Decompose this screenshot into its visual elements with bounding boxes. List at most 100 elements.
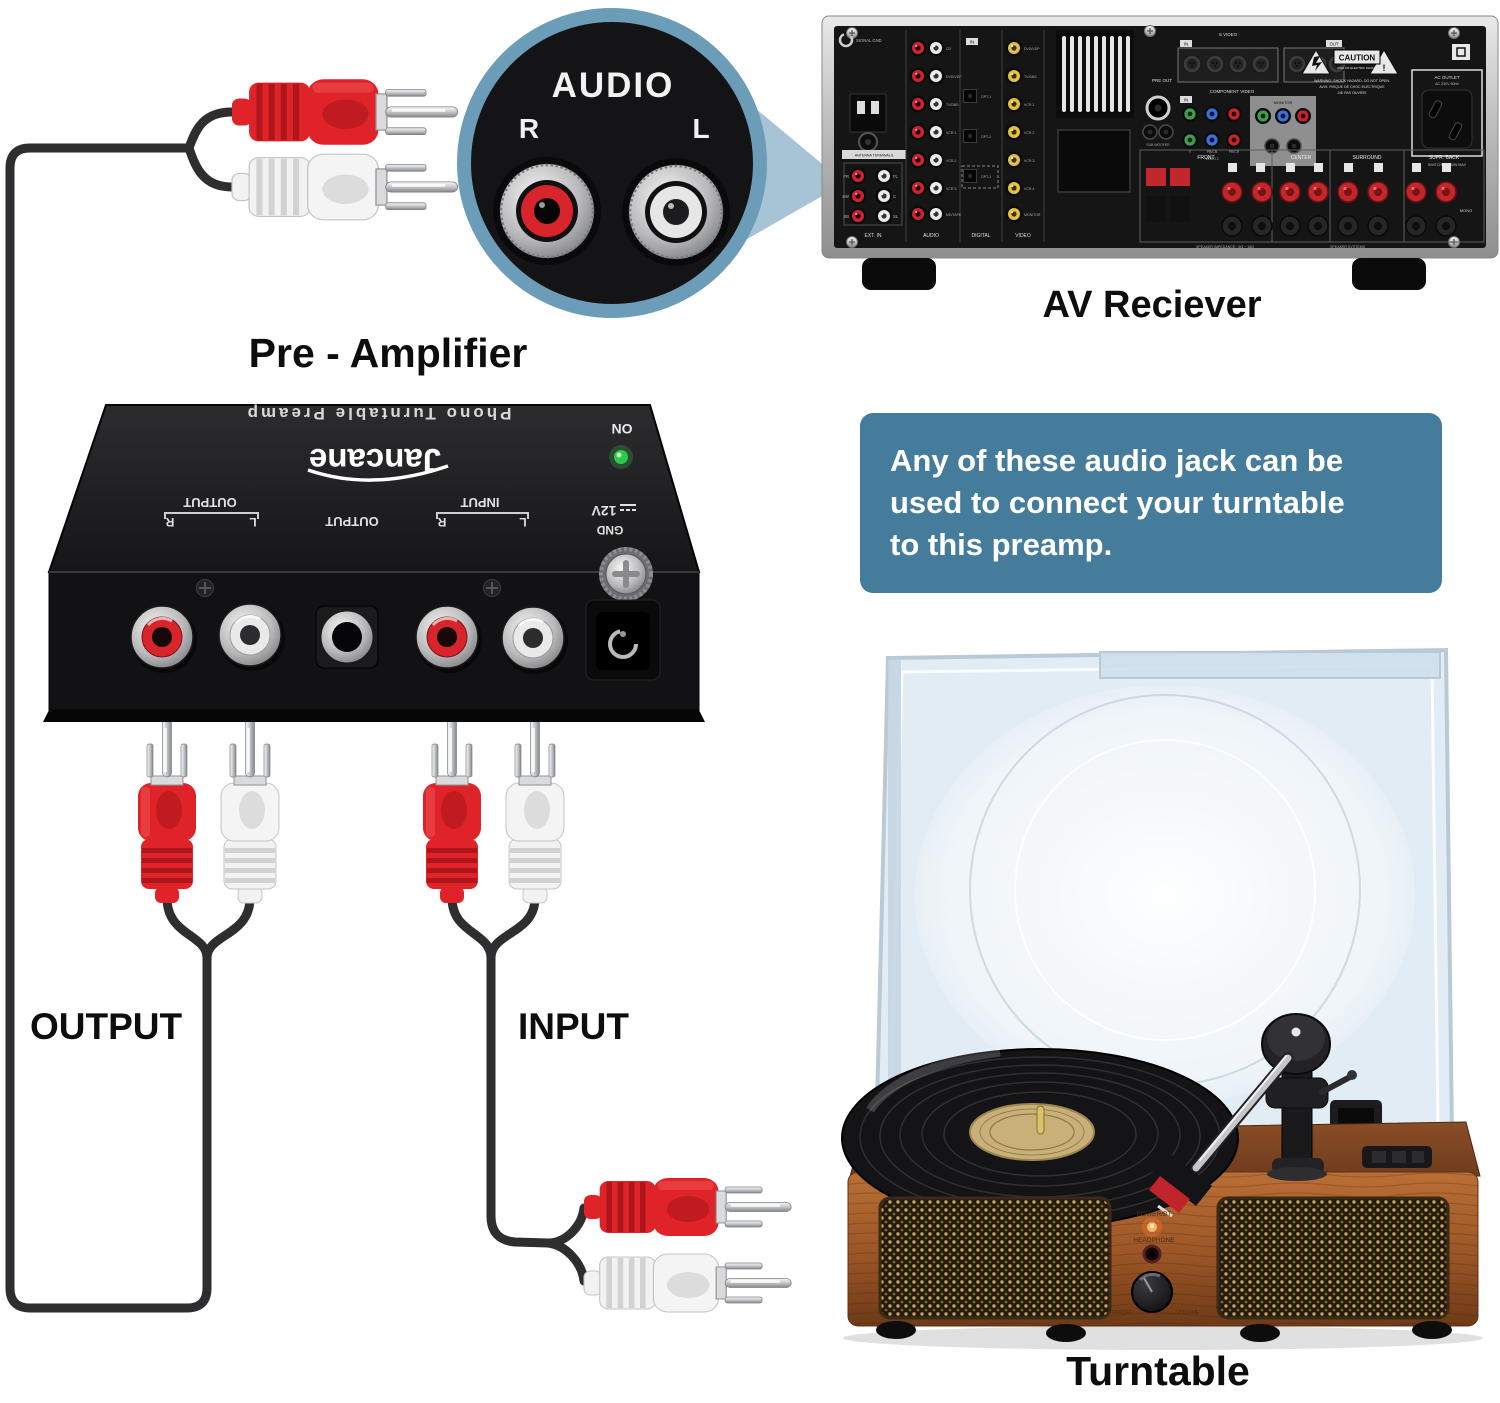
port-input-r: R xyxy=(437,515,446,529)
headphone-label: HEADPHONE xyxy=(1133,1237,1175,1244)
component-in-tag: IN xyxy=(1184,98,1188,103)
svideo-caption: S VIDEO xyxy=(1219,32,1238,37)
extin-sw: SW xyxy=(842,194,849,199)
digital-in-tag: IN xyxy=(970,40,974,45)
audio-caption: AUDIO xyxy=(923,233,939,239)
audio-row-3: VCR-1 xyxy=(946,131,957,135)
digital-row-2: OPT-3 xyxy=(981,175,991,179)
audio-row-1: DVD/VDP xyxy=(946,75,962,79)
preamp-on-label: ON xyxy=(612,421,633,437)
speaker-surround-label: SURROUND xyxy=(1353,155,1382,161)
speaker-center-label: CENTER xyxy=(1291,155,1312,161)
component-y: Y xyxy=(1189,150,1192,154)
speaker-front-label: FRONT xyxy=(1197,155,1214,161)
spindle xyxy=(1036,1105,1045,1135)
foot-4 xyxy=(1412,1321,1452,1339)
antenna-terminals-label: ANTENNA TERMINALS xyxy=(855,154,894,158)
svideo-in-tag: IN xyxy=(1184,42,1188,47)
subwoofer-label: SUB WOOFER xyxy=(1146,143,1170,147)
video-row-3: VCR-2 xyxy=(1024,131,1035,135)
turntable-shadow xyxy=(843,1326,1483,1350)
video-row-4: VCR-3 xyxy=(1024,159,1035,163)
output-label: OUTPUT xyxy=(30,1006,183,1047)
note-line-2: used to connect your turntable xyxy=(890,485,1345,520)
video-row-1: TV/DBS xyxy=(1024,75,1037,79)
digital-column: IN OPT-1 OPT-2 OPT-3 DIGITAL xyxy=(961,38,999,239)
output-r-jack xyxy=(130,605,197,673)
ac-caption: AC OUTLET xyxy=(1434,75,1460,80)
cover-lip xyxy=(1099,651,1441,679)
speaker-grille-left xyxy=(878,1196,1112,1320)
input-r-jack xyxy=(415,605,482,673)
extin-sb: SB xyxy=(843,214,849,219)
preamplifier-label: Pre - Amplifier xyxy=(248,330,528,376)
extin-fl: FL xyxy=(893,174,899,179)
preout-caption: PRE OUT xyxy=(1152,78,1172,83)
speaker-mono-label: MONO xyxy=(1460,208,1472,213)
port-output-r: R xyxy=(165,515,174,529)
foot-2 xyxy=(1046,1324,1086,1342)
audio-row-2: TV/DBS xyxy=(946,103,959,107)
audio-row-0: CD xyxy=(946,47,952,51)
speaker-impedance: SPEAKER IMPEDANCE : 6Ω ~ 16Ω xyxy=(1196,245,1254,249)
dc-power-jack xyxy=(585,599,661,681)
video-row-5: VCR-4 xyxy=(1024,187,1035,191)
record-label xyxy=(969,1103,1095,1161)
cover-left-frame xyxy=(888,660,901,1138)
port-input-l: L xyxy=(519,515,526,529)
component-caption: COMPONENT VIDEO xyxy=(1210,89,1255,94)
audio-cables xyxy=(5,107,589,1313)
caution-exclaim: ! xyxy=(1383,63,1386,73)
preamp-model-text: Phono Turntable Preamp xyxy=(245,404,512,423)
output-l-jack xyxy=(218,603,285,671)
volume-label: VOLUME xyxy=(1176,1310,1200,1316)
component-pb: PB/CB xyxy=(1207,150,1218,154)
receiver-component-video: COMPONENT VIDEO IN Y PB/CB PR/CR VIDEO 2… xyxy=(1180,89,1316,166)
quarter-inch-output-jack xyxy=(315,605,379,669)
svideo-out-tag: OUT xyxy=(1330,42,1339,47)
audio-row-5: VCR-3 xyxy=(946,187,957,191)
caution-title: CAUTION xyxy=(1339,54,1376,63)
callout-red-jack xyxy=(493,157,601,265)
audio-jack-column: CD DVD/VDP TV/DBS VCR-1 VCR-2 VCR-3 MD/T… xyxy=(909,39,962,239)
input-label: INPUT xyxy=(518,1006,629,1047)
preamp-top-printing: Phono Turntable Preamp Jancane ON OUTPUT… xyxy=(164,404,636,537)
port-output-group-label: OUTPUT xyxy=(183,495,237,510)
video-row-0: DVD/VDP xyxy=(1024,47,1040,51)
preamp-front-jacks xyxy=(130,547,661,681)
extin-c: C xyxy=(893,194,896,199)
receiver-audio-video-columns: CD DVD/VDP TV/DBS VCR-1 VCR-2 VCR-3 MD/T… xyxy=(905,30,1045,242)
caution-warn1: WARNING: SHOCK HAZARD- DO NOT OPEN. xyxy=(1314,79,1390,83)
component-monitor: MONITOR xyxy=(1274,100,1293,105)
note-line-3: to this preamp. xyxy=(890,527,1113,562)
onoff-label: ON/OFF xyxy=(1112,1310,1133,1316)
callout-l-label: L xyxy=(692,113,709,144)
audio-jack-callout: AUDIO R L xyxy=(457,8,845,318)
extin-caption: EXT. IN xyxy=(865,233,882,239)
gnd-screw xyxy=(599,547,653,601)
speaker-surrback-label: SUPR. BACK xyxy=(1429,155,1460,161)
callout-white-jack xyxy=(622,158,730,266)
callout-audio-label: AUDIO xyxy=(552,66,675,105)
port-output-l: L xyxy=(249,515,256,529)
extin-sl: SL xyxy=(893,214,899,219)
caution-warn2: AVIS: RISQUE DE CHOC ELECTRIQUE xyxy=(1319,85,1385,89)
component-pr: PR/CR xyxy=(1229,150,1240,154)
tonearm xyxy=(1149,1013,1432,1218)
foot-1 xyxy=(876,1321,916,1339)
port-gnd-label: GND xyxy=(596,523,623,537)
digital-row-0: OPT-1 xyxy=(981,95,991,99)
receiver-foot-left xyxy=(862,258,936,290)
ac-volts: AC 230V 50Hz xyxy=(1435,82,1459,86)
digital-row-1: OPT-2 xyxy=(981,135,991,139)
note-line-1: Any of these audio jack can be xyxy=(890,443,1344,478)
port-output-center-label: OUTPUT xyxy=(325,514,379,529)
speaker-systems: SPEAKER SYSTEMS xyxy=(1330,245,1366,249)
receiver-antenna-extin: SIGNAL GND ANTENNA TERMINALS FR FL SW C … xyxy=(838,32,906,239)
foot-3 xyxy=(1240,1324,1280,1342)
receiver-caution: ! CAUTION RISK OF ELECTRIC SHOCK WARNING… xyxy=(1301,49,1399,95)
